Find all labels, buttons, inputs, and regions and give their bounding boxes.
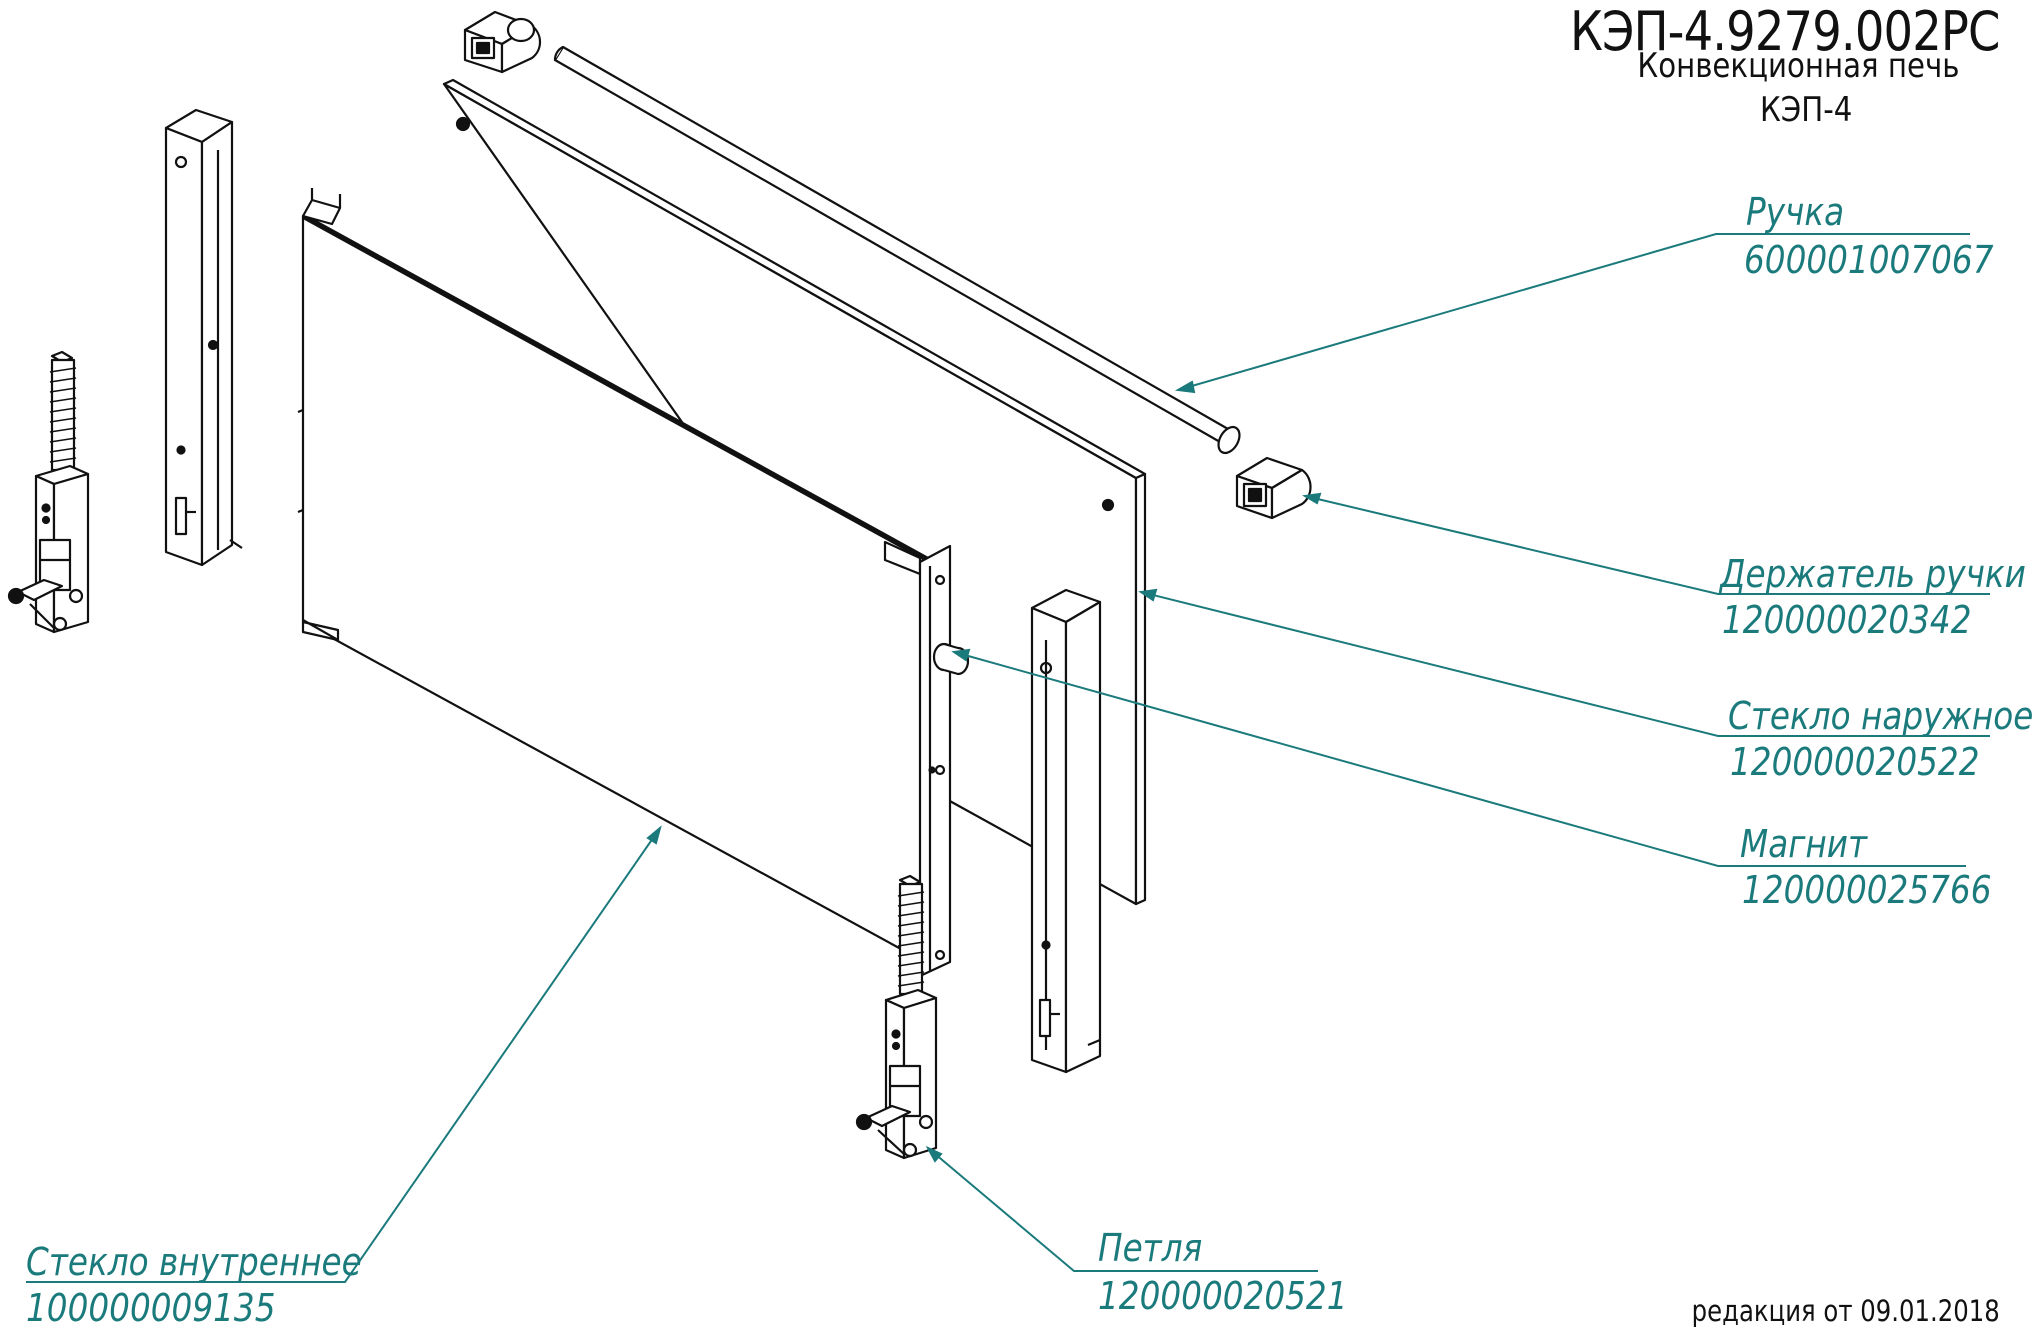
- document-code: КЭП-4.9279.002РС: [1570, 0, 2001, 63]
- callout-hinge-code: 120000020521: [1098, 1274, 1348, 1318]
- revision-note: редакция от 09.01.2018: [1691, 1294, 2000, 1328]
- handle-holder-bottom-part: [1235, 456, 1312, 520]
- callout-handle-holder-name: Держатель ручки: [1720, 552, 2026, 596]
- leader-magnet: [951, 648, 1966, 867]
- leader-handle-holder: [1301, 492, 1990, 595]
- right-side-profile-part: [1030, 588, 1102, 1074]
- leader-handle: [1174, 233, 1970, 394]
- leader-hinge: [925, 1145, 1318, 1272]
- right-hinge-part: [855, 874, 938, 1160]
- callout-hinge-name: Петля: [1098, 1226, 1203, 1270]
- product-name: Конвекционная печь: [1637, 46, 1960, 86]
- leader-inner-glass: [26, 825, 662, 1283]
- left-hinge-part: [7, 350, 90, 634]
- left-side-profile-part: [164, 108, 243, 567]
- callout-handle-holder-code: 120000020342: [1722, 598, 1972, 642]
- callout-inner-glass-name: Стекло внутреннее: [26, 1240, 362, 1284]
- callout-magnet-code: 120000025766: [1742, 868, 1992, 912]
- callout-outer-glass-code: 120000020522: [1730, 740, 1980, 784]
- leader-outer-glass: [1138, 588, 1990, 737]
- callout-outer-glass-name: Стекло наружное: [1728, 694, 2033, 738]
- handle-holder-top-part: [463, 10, 542, 74]
- callout-handle-code: 600001007067: [1744, 238, 1994, 282]
- callout-magnet-name: Магнит: [1740, 822, 1868, 866]
- product-model: КЭП-4: [1759, 90, 1852, 130]
- door-frame-strip-part: [918, 544, 952, 978]
- handle-bar-part: [553, 45, 1241, 455]
- callout-handle-name: Ручка: [1746, 190, 1845, 234]
- callout-inner-glass-code: 100000009135: [26, 1286, 276, 1330]
